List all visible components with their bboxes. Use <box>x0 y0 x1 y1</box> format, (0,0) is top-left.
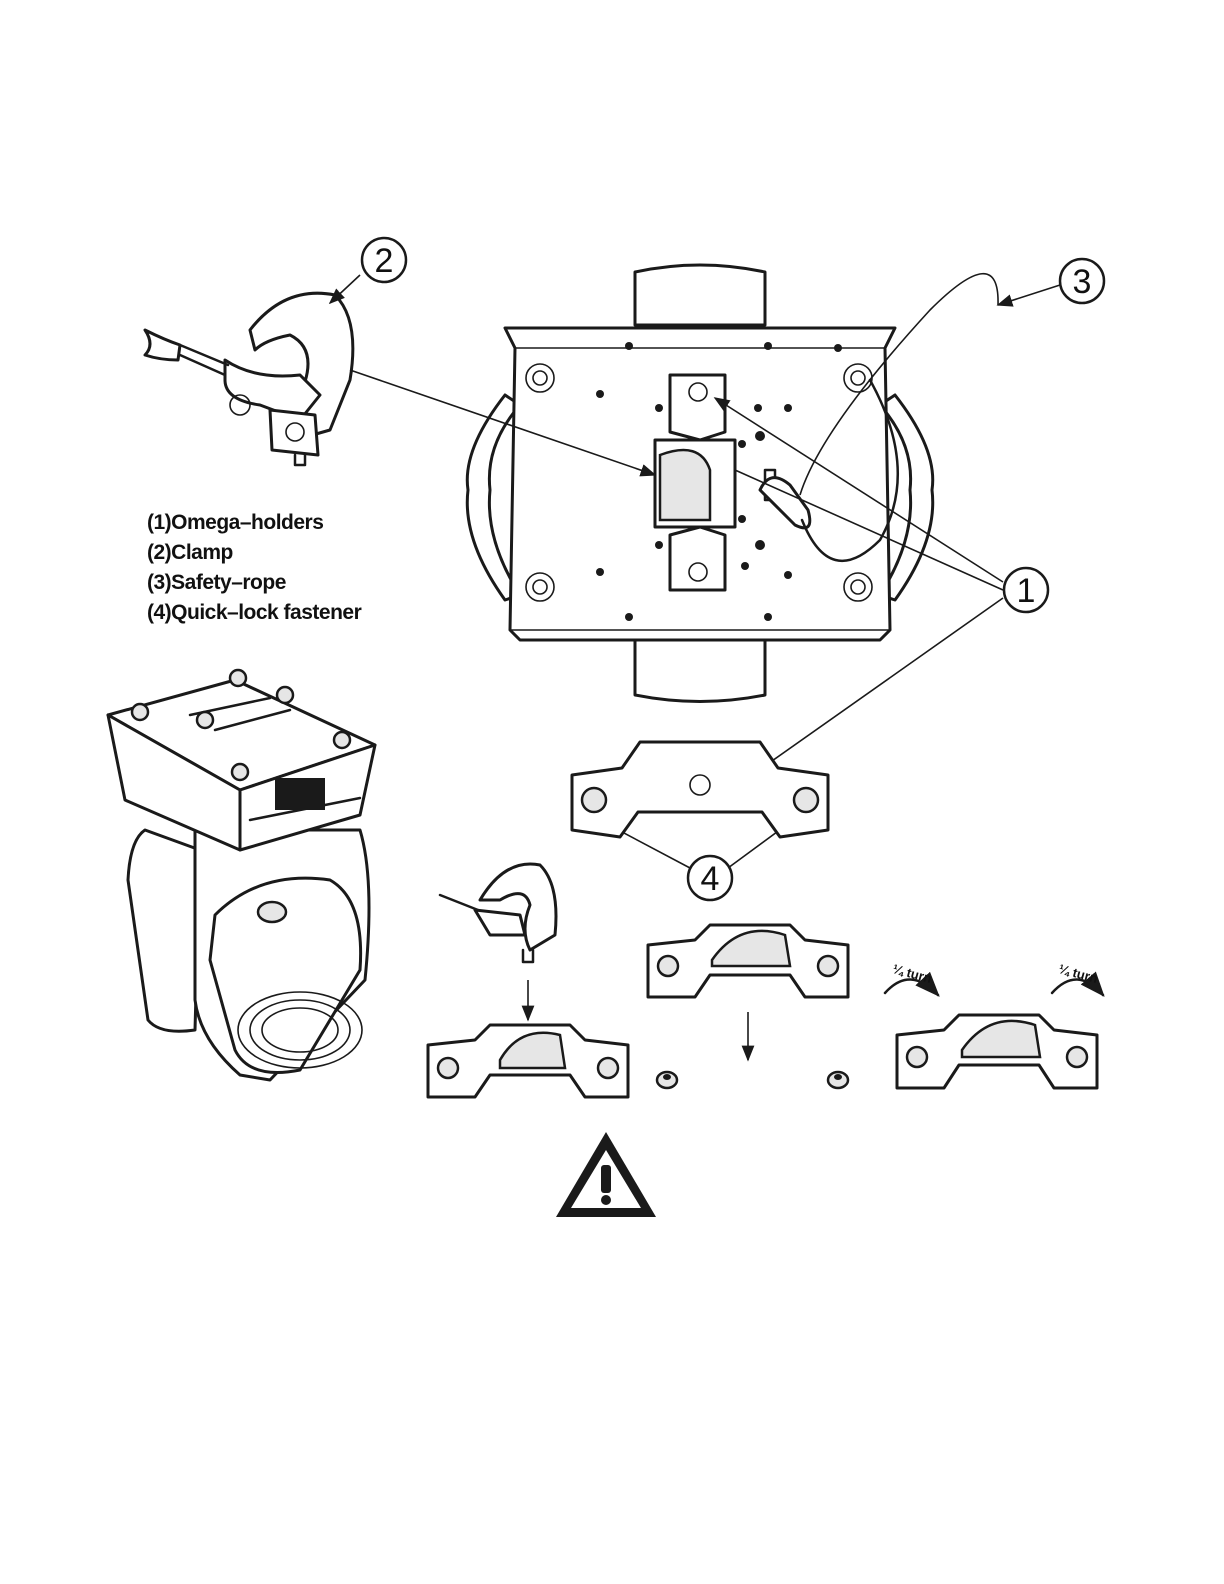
callout-1: 1 <box>1004 568 1048 612</box>
callout-number: 2 <box>375 242 394 280</box>
step-quarter-turn: ¼ turn ¼ turn <box>885 961 1103 1088</box>
mount-hole <box>657 1072 677 1088</box>
callout-4: 4 <box>688 856 732 900</box>
callout-number: 4 <box>701 860 720 898</box>
legend: (1)Omega–holders (2)Clamp (3)Safety–rope… <box>147 511 362 624</box>
callout-number: 1 <box>1017 572 1036 610</box>
legend-item: (3)Safety–rope <box>147 571 286 594</box>
mount-hole <box>828 1072 848 1088</box>
fixture-top-view <box>467 265 932 702</box>
callout-2: 2 <box>362 238 406 282</box>
legend-item: (1)Omega–holders <box>147 511 323 534</box>
legend-item: (2)Clamp <box>147 541 233 564</box>
callout-number: 3 <box>1073 263 1092 301</box>
omega-bracket <box>572 742 828 837</box>
callout-3: 3 <box>1060 259 1104 303</box>
warning-triangle-icon <box>556 1132 656 1217</box>
fixture-isometric-view <box>108 670 375 1080</box>
step-clamp-attach <box>428 864 628 1097</box>
clamp-illustration <box>145 293 353 465</box>
step-bracket-place <box>648 925 848 1088</box>
legend-item: (4)Quick–lock fastener <box>147 601 362 624</box>
